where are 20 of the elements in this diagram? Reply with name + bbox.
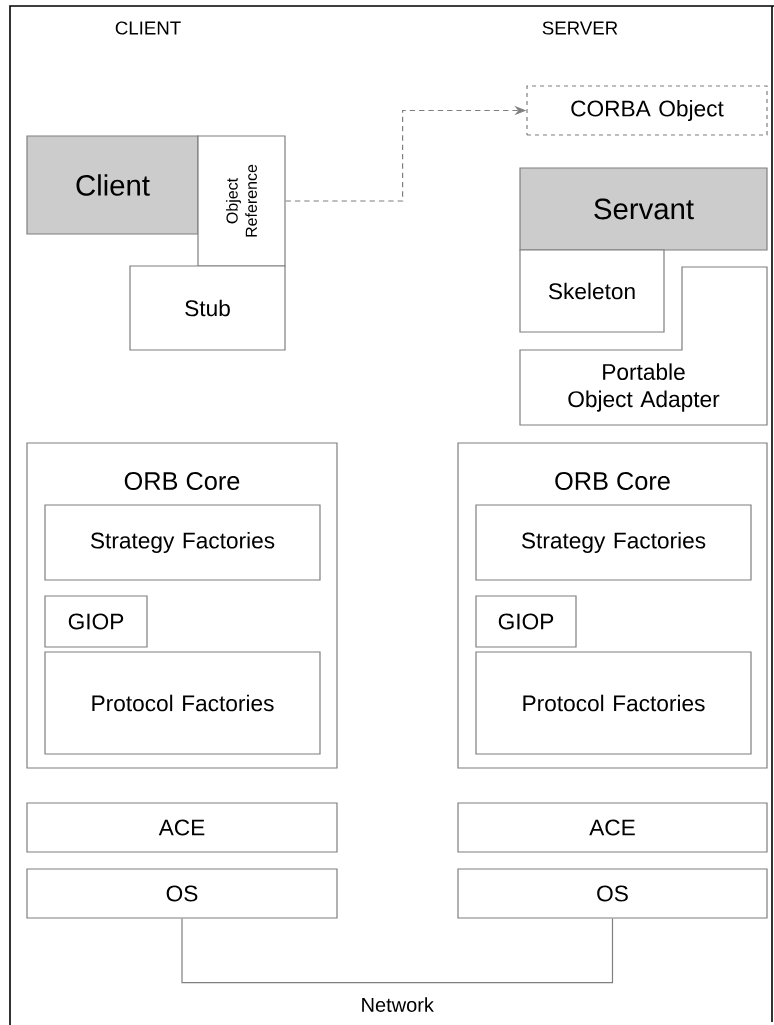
component-box: Skeleton bbox=[519, 249, 665, 333]
side-heading: CLIENT bbox=[115, 21, 181, 35]
component-box: GIOP bbox=[44, 595, 148, 648]
side-heading: SERVER bbox=[542, 21, 618, 35]
component-box: Client bbox=[26, 135, 199, 235]
component-box: Servant bbox=[519, 167, 768, 251]
component-box: ACE bbox=[26, 802, 338, 853]
component-box: GIOP bbox=[475, 595, 577, 648]
object-reference-box: Object Reference bbox=[197, 135, 286, 267]
dashed-object-box: CORBA Object bbox=[526, 85, 768, 136]
component-box: OS bbox=[457, 868, 768, 919]
connector bbox=[181, 918, 614, 984]
component-box: OS bbox=[26, 868, 338, 919]
component-box: Protocol Factories bbox=[44, 651, 321, 755]
component-box: ACE bbox=[457, 802, 768, 853]
component-box: Stub bbox=[129, 265, 286, 351]
component-box: Strategy Factories bbox=[475, 504, 752, 581]
edge-label: Network bbox=[359, 995, 436, 1014]
component-box: Protocol Factories bbox=[475, 651, 752, 755]
component-box: Strategy Factories bbox=[44, 504, 321, 581]
